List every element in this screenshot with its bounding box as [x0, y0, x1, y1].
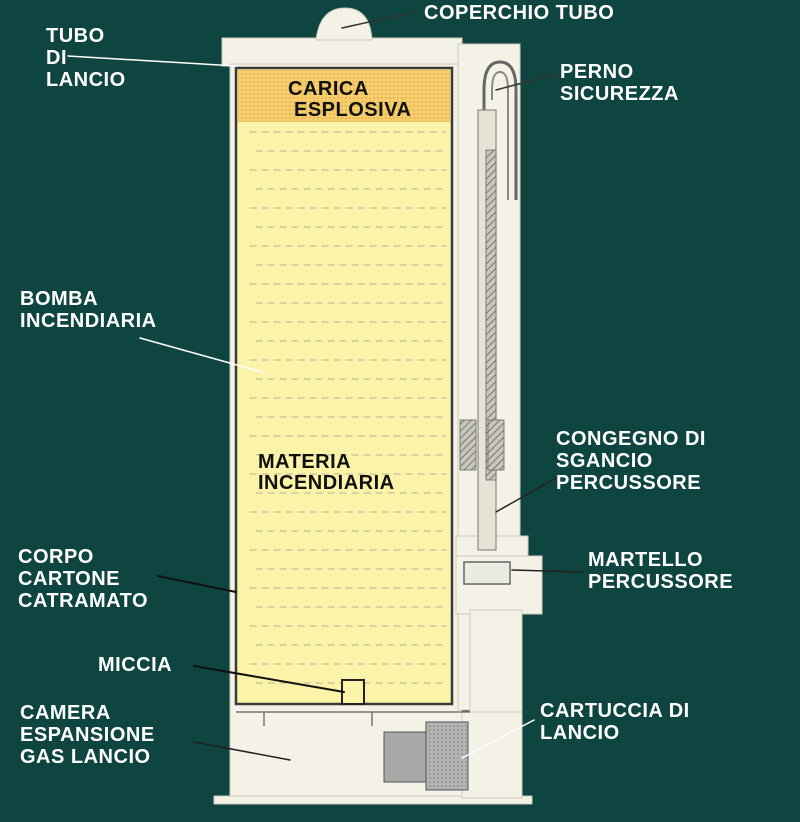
label-line: INCENDIARIA: [20, 310, 157, 332]
label-line: PERCUSSORE: [588, 571, 734, 593]
label-line: LANCIO: [540, 722, 620, 744]
label-line: CAMERA: [20, 702, 111, 724]
label-line: COPERCHIO TUBO: [424, 2, 615, 24]
label-line: CARTUCCIA DI: [540, 700, 690, 722]
label-materia-incendiaria: MATERIA INCENDIARIA: [258, 452, 395, 494]
label-carica-esplosiva: CARICA ESPLOSIVA: [288, 79, 412, 121]
label-cartuccia-di-lancio: CARTUCCIA DI LANCIO: [540, 700, 690, 744]
explosive-charge: [238, 70, 450, 122]
label-line: DI: [46, 47, 67, 69]
expansion-chamber: [236, 711, 470, 726]
incendiary-bomb: [234, 66, 454, 706]
label-line: ESPLOSIVA: [294, 99, 412, 121]
label-line: SGANCIO: [556, 450, 653, 472]
leader-lines: [67, 11, 583, 761]
label-line: CORPO: [18, 546, 94, 568]
label-line: PERCUSSORE: [556, 472, 702, 494]
safety-pin: [482, 60, 518, 200]
hammer-block: [463, 561, 511, 585]
label-line: BOMBA: [20, 288, 99, 310]
label-coperchio-tubo: COPERCHIO TUBO: [424, 2, 614, 24]
label-camera-espansione: CAMERA ESPANSIONE GAS LANCIO: [20, 702, 155, 768]
label-bomba-incendiaria: BOMBA INCENDIARIA: [20, 288, 157, 332]
label-line: SICUREZZA: [560, 83, 679, 105]
incendiary-texture: [249, 131, 446, 684]
label-line: CARICA: [288, 78, 369, 100]
launch-cartridge: [383, 721, 469, 791]
fuse: [341, 679, 365, 705]
label-line: MARTELLO: [588, 549, 704, 571]
label-line: MATERIA: [258, 451, 352, 473]
label-miccia: MICCIA: [98, 654, 172, 676]
label-line: CONGEGNO DI: [556, 428, 706, 450]
striker-rod: [459, 109, 505, 551]
label-line: INCENDIARIA: [258, 472, 395, 494]
label-line: GAS LANCIO: [20, 746, 151, 768]
label-tubo-di-lancio: TUBO DI LANCIO: [46, 25, 126, 91]
label-line: CARTONE: [18, 568, 121, 590]
label-line: MICCIA: [98, 654, 173, 676]
tube-cover: [315, 7, 373, 41]
label-line: ESPANSIONE: [20, 724, 155, 746]
label-line: CATRAMATO: [18, 590, 149, 612]
label-line: PERNO: [560, 61, 634, 83]
label-congegno-sgancio: CONGEGNO DI SGANCIO PERCUSSORE: [556, 428, 706, 494]
label-martello-percussore: MARTELLO PERCUSSORE: [588, 549, 733, 593]
label-line: TUBO: [46, 25, 105, 47]
label-line: LANCIO: [46, 69, 126, 91]
label-perno-sicurezza: PERNO SICUREZZA: [560, 61, 679, 105]
label-corpo-cartone: CORPO CARTONE CATRAMATO: [18, 546, 148, 612]
